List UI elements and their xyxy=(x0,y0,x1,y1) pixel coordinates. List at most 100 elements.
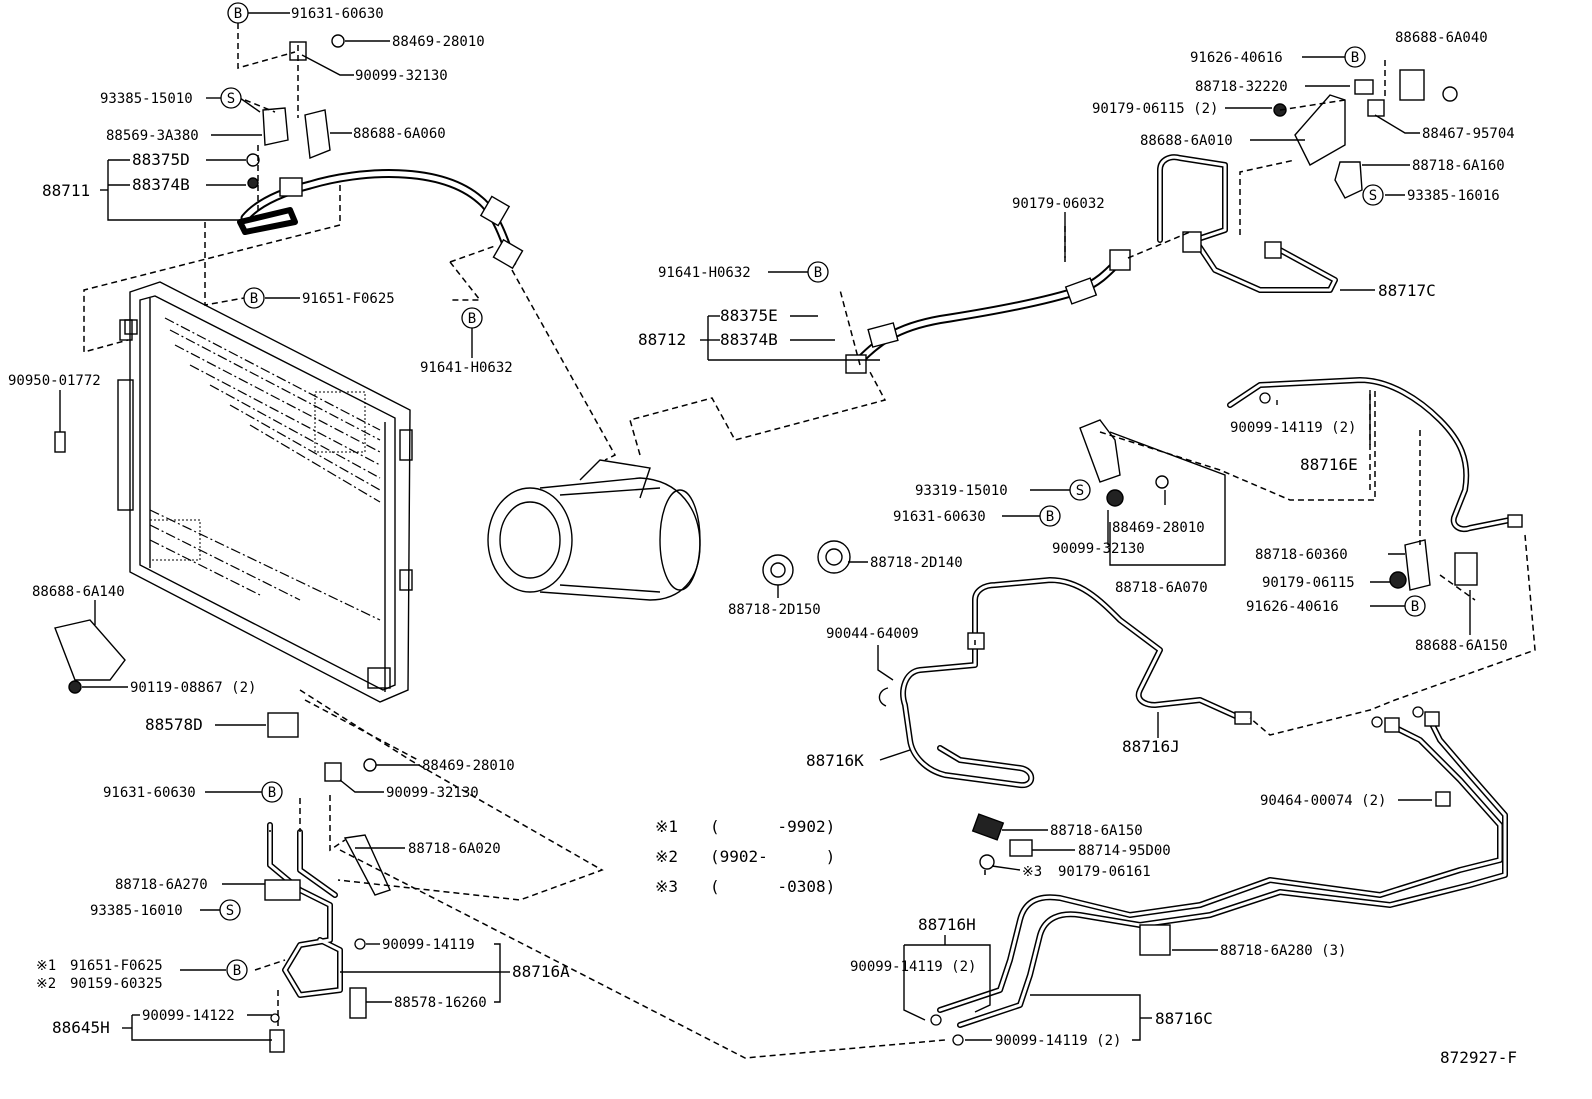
label-90464-00074: 90464-00074 (2) xyxy=(1260,793,1386,809)
screw-mark-93385-16010: S xyxy=(219,899,241,921)
drawing-number: 872927-F xyxy=(1440,1048,1517,1067)
screw-mark-93319-15010: S xyxy=(1069,479,1091,501)
label-88578D: 88578D xyxy=(145,715,203,734)
note1-mark-bot: ※1 xyxy=(36,958,56,974)
svg-text:B: B xyxy=(468,311,476,327)
label-90099-32130-top: 90099-32130 xyxy=(355,68,448,84)
label-88717C: 88717C xyxy=(1378,281,1436,300)
label-90179-06161: 90179-06161 xyxy=(1058,864,1151,880)
label-88718-6A270: 88718-6A270 xyxy=(115,877,208,893)
pipe-88716K-drawing xyxy=(878,632,1035,789)
svg-text:B: B xyxy=(233,963,241,979)
label-93385-16016: 93385-16016 xyxy=(1407,188,1500,204)
bolt-mark-91631-60630-bot: B xyxy=(261,781,283,803)
condenser-drawing xyxy=(117,281,413,703)
label-88718-2D150: 88718-2D150 xyxy=(728,602,821,618)
footnote-3-range: ( -0308) xyxy=(710,877,835,896)
svg-text:B: B xyxy=(1351,50,1359,66)
label-88688-6A040: 88688-6A040 xyxy=(1395,30,1488,46)
label-91651-F0625-left: 91651-F0625 xyxy=(302,291,395,307)
label-88718-6A070: 88718-6A070 xyxy=(1115,580,1208,596)
footnote-2-range: (9902- ) xyxy=(710,847,835,866)
bolt-mark-91641-H0632-mid: B xyxy=(807,261,829,283)
label-88718-6A150: 88718-6A150 xyxy=(1050,823,1143,839)
label-88469-28010-top: 88469-28010 xyxy=(392,34,485,50)
label-90099-32130-mid: 90099-32130 xyxy=(1052,541,1145,557)
bolt-mark-91631-60630-top: B xyxy=(227,2,249,24)
bolt-mark-91626-40616-right: B xyxy=(1404,595,1426,617)
label-88688-6A140: 88688-6A140 xyxy=(32,584,125,600)
label-88645H: 88645H xyxy=(52,1018,110,1037)
pipe-88717C-drawing xyxy=(1157,154,1338,293)
dashed-assembly-lines xyxy=(83,23,1536,1059)
svg-text:B: B xyxy=(1411,599,1419,615)
note2-mark-bot: ※2 xyxy=(36,976,56,992)
label-88374B: 88374B xyxy=(132,175,190,194)
label-90159-60325: 90159-60325 xyxy=(70,976,163,992)
label-88469-28010-mid: 88469-28010 xyxy=(1112,520,1205,536)
bolt-mark-91651-F0625-bot: B xyxy=(226,959,248,981)
label-91641-H0632-left: 91641-H0632 xyxy=(420,360,513,376)
bracket-88688-6A010-drawing xyxy=(1273,69,1458,199)
label-93385-15010: 93385-15010 xyxy=(100,91,193,107)
label-90179-06115-top: 90179-06115 (2) xyxy=(1092,101,1218,117)
compressor-drawing xyxy=(487,459,701,601)
svg-text:S: S xyxy=(226,903,234,919)
label-90119-08867: 90119-08867 (2) xyxy=(130,680,256,696)
screw-mark-93385-16016: S xyxy=(1362,184,1384,206)
label-90179-06115-right: 90179-06115 xyxy=(1262,575,1355,591)
svg-text:S: S xyxy=(1369,188,1377,204)
label-88716C: 88716C xyxy=(1155,1009,1213,1028)
svg-text:B: B xyxy=(250,291,258,307)
footnote-3-mark: ※3 xyxy=(655,877,678,896)
label-88712: 88712 xyxy=(638,330,686,349)
label-88569-3A380: 88569-3A380 xyxy=(106,128,199,144)
label-88688-6A010: 88688-6A010 xyxy=(1140,133,1233,149)
clamp-88718-2D140-drawing xyxy=(762,540,851,586)
label-91641-H0632-mid: 91641-H0632 xyxy=(658,265,751,281)
pipe-88716C-drawing xyxy=(930,706,1508,1046)
label-91631-60630-top: 91631-60630 xyxy=(291,6,384,22)
bolt-mark-91641-H0632-left: B xyxy=(461,307,483,329)
label-88716K: 88716K xyxy=(806,751,864,770)
hose-88711-drawing xyxy=(237,169,524,270)
label-90179-06032: 90179-06032 xyxy=(1012,196,1105,212)
svg-text:S: S xyxy=(1076,483,1084,499)
svg-text:B: B xyxy=(1046,509,1054,525)
label-88718-6A020: 88718-6A020 xyxy=(408,841,501,857)
leader-lines xyxy=(59,12,1471,1041)
label-88469-28010-bot: 88469-28010 xyxy=(422,758,515,774)
label-88718-6A280: 88718-6A280 (3) xyxy=(1220,943,1346,959)
label-88718-6A160: 88718-6A160 xyxy=(1412,158,1505,174)
label-88716A: 88716A xyxy=(512,962,570,981)
svg-text:S: S xyxy=(227,91,235,107)
footnote-2-mark: ※2 xyxy=(655,847,678,866)
bolt-mark-91631-60630-mid: B xyxy=(1039,505,1061,527)
label-90044-64009: 90044-64009 xyxy=(826,626,919,642)
label-90099-32130-bot: 90099-32130 xyxy=(386,785,479,801)
valve-88718-6A150-drawing xyxy=(971,813,1033,870)
label-88467-95704: 88467-95704 xyxy=(1422,126,1515,142)
label-90099-14119-h: 90099-14119 (2) xyxy=(850,959,976,975)
bolt-mark-91651-F0625-left: B xyxy=(243,287,265,309)
label-90099-14119-a: 90099-14119 xyxy=(382,937,475,953)
screw-mark-93385-15010: S xyxy=(220,87,242,109)
bracket-88718-6A070-drawing xyxy=(1079,419,1169,507)
pipe-88716E-drawing xyxy=(1227,377,1523,533)
label-91626-40616-right: 91626-40616 xyxy=(1246,599,1339,615)
label-88716J: 88716J xyxy=(1122,737,1180,756)
label-90099-14119-e: 90099-14119 (2) xyxy=(1230,420,1356,436)
label-91631-60630-mid: 91631-60630 xyxy=(893,509,986,525)
label-88716E: 88716E xyxy=(1300,455,1358,474)
label-88718-60360: 88718-60360 xyxy=(1255,547,1348,563)
label-91651-F0625-bot: 91651-F0625 xyxy=(70,958,163,974)
svg-text:B: B xyxy=(268,785,276,801)
label-88718-2D140: 88718-2D140 xyxy=(870,555,963,571)
footnote-1-mark: ※1 xyxy=(655,817,678,836)
label-90099-14119-c: 90099-14119 (2) xyxy=(995,1033,1121,1049)
footnote-1-range: ( -9902) xyxy=(710,817,835,836)
label-88716H: 88716H xyxy=(918,915,976,934)
label-90950-01772: 90950-01772 xyxy=(8,373,101,389)
